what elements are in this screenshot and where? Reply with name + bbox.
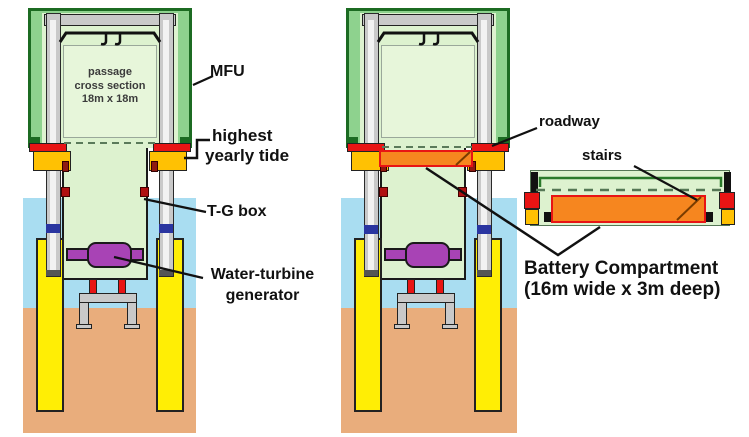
turbine-generator-left xyxy=(87,242,132,268)
turbine-generator-right xyxy=(405,242,450,268)
column-band xyxy=(364,225,378,234)
support-frame-foot xyxy=(76,324,92,329)
block-bracket xyxy=(62,161,69,172)
label-stairs: stairs xyxy=(582,147,623,164)
support-block xyxy=(33,151,71,171)
label-tg-box: T-G box xyxy=(207,203,267,220)
label-roadway: roadway xyxy=(539,113,600,130)
inset-corner-block xyxy=(544,212,551,222)
inset-battery-box xyxy=(551,195,706,223)
column-band xyxy=(477,225,491,234)
label-water-turbine-generator: Water-turbine generator xyxy=(210,266,315,304)
support-frame-foot xyxy=(442,324,458,329)
inset-support-block xyxy=(525,209,539,225)
column-band xyxy=(159,224,173,233)
label-mfu: MFU xyxy=(210,63,245,80)
passage-box-left: passage cross section 18m x 18m xyxy=(63,45,157,138)
support-frame-bar xyxy=(79,293,137,303)
support-frame-foot xyxy=(394,324,410,329)
inset-tide-block xyxy=(719,192,735,209)
wall-clamp xyxy=(379,187,388,197)
support-frame-bar xyxy=(397,293,455,303)
inset-tide-block xyxy=(524,192,540,209)
column-band xyxy=(46,224,60,233)
hull-wall-cap xyxy=(346,137,358,146)
support-frame-foot xyxy=(124,324,140,329)
label-highest-yearly-tide: highest yearly tide xyxy=(205,126,290,165)
inset-corner-block xyxy=(706,212,713,222)
wall-clamp xyxy=(61,187,70,197)
block-bracket xyxy=(151,161,158,172)
label-battery-compartment: Battery Compartment (16m wide x 3m deep) xyxy=(524,258,721,300)
battery-roadway-box xyxy=(379,150,473,167)
wall-clamp xyxy=(458,187,467,197)
wall-clamp xyxy=(140,187,149,197)
crane-beam-left xyxy=(44,14,176,26)
crane-beam-right xyxy=(362,14,494,26)
inset-support-block xyxy=(721,209,735,225)
passage-box-right xyxy=(381,45,475,138)
passage-label: passage cross section 18m x 18m xyxy=(74,66,146,105)
hull-wall-cap xyxy=(28,137,40,146)
support-block xyxy=(149,151,187,171)
